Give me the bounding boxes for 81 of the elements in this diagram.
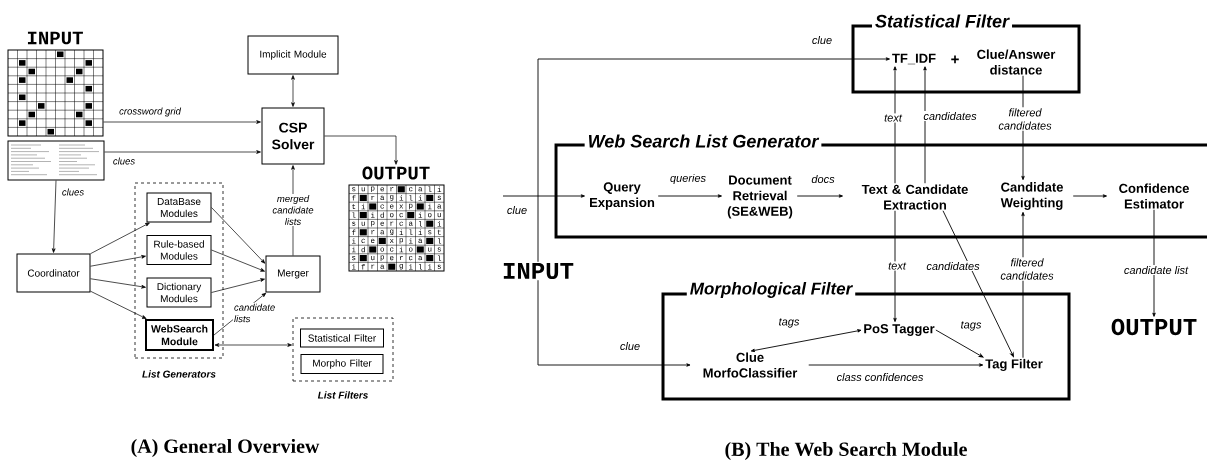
step-text: Text & Candidate Extraction [861,184,968,210]
arrow [893,66,897,184]
arrow [893,210,897,323]
step-text: Candidate Weighting [1000,182,1063,210]
grid-title: INPUT [27,31,83,45]
arrow [537,279,691,367]
arrow [103,120,261,124]
plus-sign: + [951,55,959,64]
arrow [537,57,890,263]
frame-title: Morphological Filter [686,279,856,301]
step-text: Clue MorfoClassifier [703,352,798,378]
module-box: WebSearch Module [145,319,214,351]
edge-label: clues [111,156,137,166]
module-box: Dictionary Modules [146,277,212,308]
arrow [1152,209,1156,317]
io-text: INPUT [503,263,574,280]
step-text: PoS Tagger [864,324,935,336]
arrow [90,222,150,255]
arrow [750,329,862,353]
arrow [942,210,1014,357]
frame-title: Web Search List Generator [584,131,822,151]
edge-label: merged candidate lists [267,194,319,226]
arrow [796,194,843,198]
arrow [1072,194,1107,198]
step-text: Query Expansion [590,182,655,210]
edge-label: clue [505,204,529,216]
panel-caption: (B) The Web Search Module [725,441,967,461]
edge-label: class confidences [835,371,925,383]
step-text: Tag Filter [985,358,1043,372]
arrow [211,278,265,293]
arrow [104,150,261,154]
edge-label: docs [810,173,836,185]
step-text: Document Retrieval (SE&WEB) [727,175,793,219]
edge-label: clues [60,187,86,197]
arrow [502,194,585,198]
step-text: Clue/Answer distance [977,49,1056,75]
arrow [324,135,398,165]
edge-label: filtered candidates [993,107,1057,131]
edge-label: tags [777,317,801,329]
module-box: Merger [265,255,321,293]
module-box: Morpho Filter [300,354,384,374]
edge-label: candidate lists [233,302,283,324]
module-box: CSP Solver [261,107,325,165]
edge-label: filtered candidates [995,257,1059,281]
edge-label: candidates [925,260,981,272]
edge-label: candidates [922,110,978,122]
module-box: Rule-based Modules [146,235,212,265]
step-text: Confidence Estimator [1119,183,1189,209]
edge-label: text [887,261,907,271]
panel-caption: (A) General Overview [131,438,320,458]
arrow [211,207,266,264]
frame-title: Statistical Filter [872,11,1013,31]
arrow [1021,211,1025,359]
arrow [214,343,292,347]
edge-label: candidate list [1122,264,1190,276]
edge-label: text [883,113,903,123]
arrow [51,180,57,253]
clue-sheet [7,140,105,181]
arrow [923,66,927,184]
edge-label: clue [618,340,642,352]
module-box: Statistical Filter [300,328,384,348]
arrow [211,249,265,272]
edge-label: clue [810,34,834,46]
arrow [90,278,146,289]
arrow [935,329,984,358]
module-box: DataBase Modules [146,192,212,223]
group-title: List Generators [142,370,216,378]
edge-label: tags [959,320,983,332]
group-title: List Filters [317,391,368,399]
io-text: OUTPUT [1111,318,1197,336]
edge-label: queries [668,172,708,186]
module-box: Implicit Module [247,35,339,75]
arrow [291,75,295,107]
arrow [90,255,146,267]
step-text: TF_IDF [892,53,936,65]
grid-title: OUTPUT [362,166,430,180]
module-box: Coordinator [16,253,91,293]
arrow [90,290,147,319]
edge-label: crossword grid [118,106,182,118]
arrow [808,363,984,367]
arrow [657,194,722,198]
